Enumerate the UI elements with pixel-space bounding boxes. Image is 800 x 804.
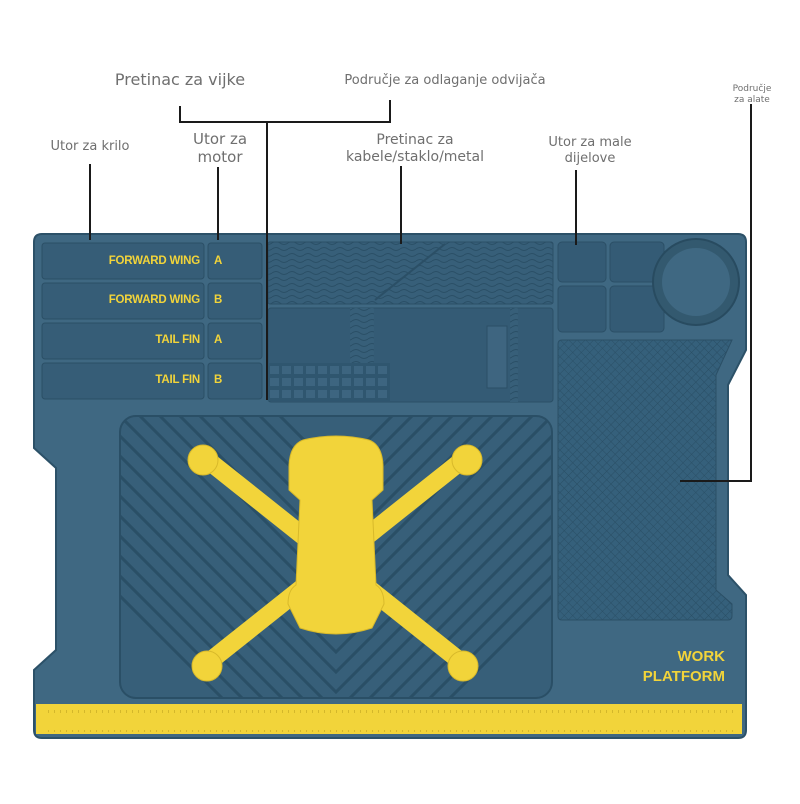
screw-grid: [270, 366, 387, 398]
slot-side-b-1: B: [213, 294, 223, 306]
callout-driver-area: Područje za odlaganje odvijača: [344, 73, 546, 88]
callout-small-parts: Utor za male dijelove: [548, 135, 632, 166]
callout-tool-area: Područje za alate: [732, 84, 772, 105]
cable-tray: [267, 307, 554, 403]
slot-label-tail-fin-b: TAIL FIN: [155, 374, 200, 386]
driver-tray: [267, 241, 554, 305]
round-cup: [652, 238, 740, 326]
drone-silhouette: [187, 435, 483, 682]
slot-side-b-2: B: [213, 374, 223, 386]
callout-screw-tray: Pretinac za vijke: [114, 70, 246, 89]
small-parts-slots: [557, 241, 665, 333]
work-platform-logo: WORK PLATFORM: [642, 648, 725, 685]
slot-side-a-2: A: [213, 334, 223, 346]
leader-lines: [89, 100, 752, 482]
slot-label-forward-wing-a: FORWARD WING: [108, 255, 200, 267]
tool-area: [557, 339, 733, 621]
wing-slots: [41, 242, 263, 400]
slot-side-a-1: A: [213, 255, 223, 267]
callout-motor-slot: Utor za motor: [192, 130, 248, 166]
callout-wing-slot: Utor za krilo: [50, 139, 130, 154]
slot-label-forward-wing-b: FORWARD WING: [108, 294, 200, 306]
callout-cable-tray: Pretinac za kabele/staklo/metal: [345, 132, 484, 165]
ruler: [36, 704, 742, 734]
slot-label-tail-fin-a: TAIL FIN: [155, 334, 200, 346]
